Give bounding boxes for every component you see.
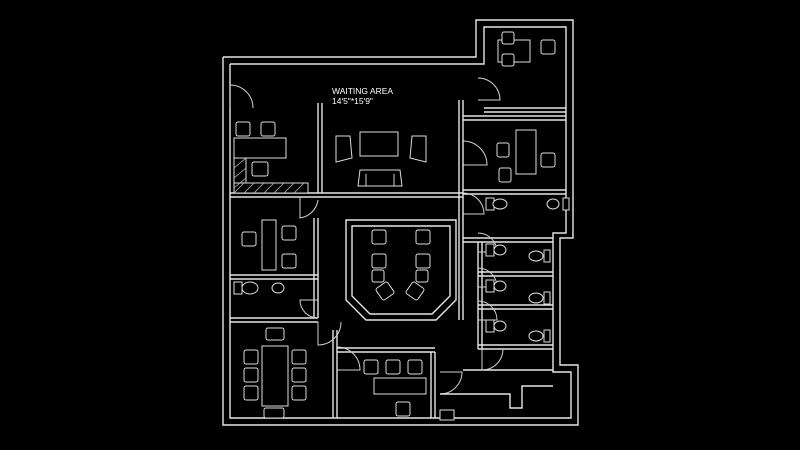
central-room — [345, 219, 457, 321]
office-top-right — [497, 31, 556, 67]
restroom-stalls — [485, 197, 570, 343]
restroom-left — [233, 281, 285, 295]
reception-area — [233, 121, 309, 194]
office-right — [496, 129, 556, 183]
conference-room — [243, 327, 307, 419]
office-bottom — [363, 359, 427, 417]
doors — [229, 77, 504, 395]
office-left — [241, 219, 297, 271]
room-label-dimensions: 14'5"*15'9" — [332, 96, 373, 106]
room-label-name: WAITING AREA — [332, 86, 393, 96]
outer-walls — [222, 19, 579, 426]
kitchen — [439, 385, 553, 421]
waiting-area-furniture — [335, 131, 427, 187]
interior-walls — [230, 100, 566, 418]
